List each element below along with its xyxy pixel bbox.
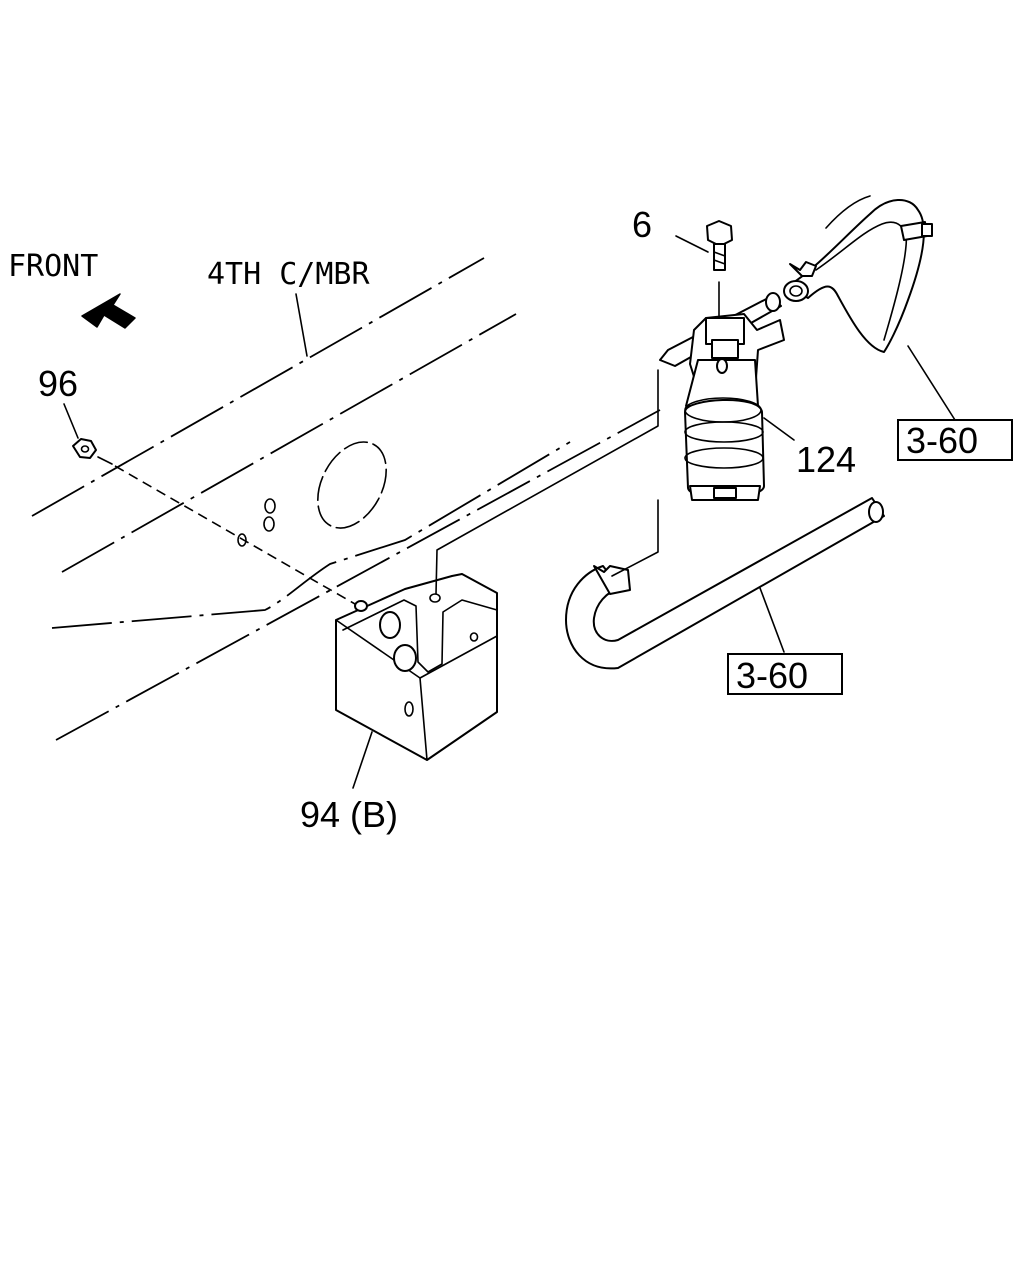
member-hole-slot	[237, 533, 247, 547]
bolt: 6	[632, 204, 733, 321]
bracket-stud	[379, 611, 401, 639]
member-leader-line	[295, 293, 308, 357]
member-hole-small	[263, 516, 275, 532]
front-label: FRONT	[8, 249, 98, 284]
bracket-link-line	[435, 369, 659, 595]
front-arrow-icon	[81, 293, 136, 329]
reference-box-lower: 3-60	[727, 653, 843, 696]
lower-hose	[565, 497, 885, 670]
cross-member	[31, 257, 661, 741]
callout-6: 6	[632, 204, 652, 245]
member-label: 4TH C/MBR	[207, 257, 370, 292]
callout-94b: 94 (B)	[300, 794, 398, 835]
nut-icon	[72, 438, 97, 459]
nut: 96	[38, 363, 356, 605]
bracket: 94 (B)	[300, 573, 498, 835]
member-hole-large	[317, 441, 387, 529]
callout-96: 96	[38, 363, 78, 404]
fuel-filter: 124	[659, 292, 856, 501]
callout-124: 124	[796, 439, 856, 480]
reference-box-upper: 3-60	[897, 419, 1013, 461]
reference-3-60: 3-60	[906, 420, 978, 461]
reference-3-60: 3-60	[736, 655, 808, 696]
bracket-stud	[393, 644, 417, 672]
member-hole-small	[264, 498, 276, 514]
upper-hose	[783, 195, 956, 421]
bolt-head-icon	[706, 220, 733, 247]
